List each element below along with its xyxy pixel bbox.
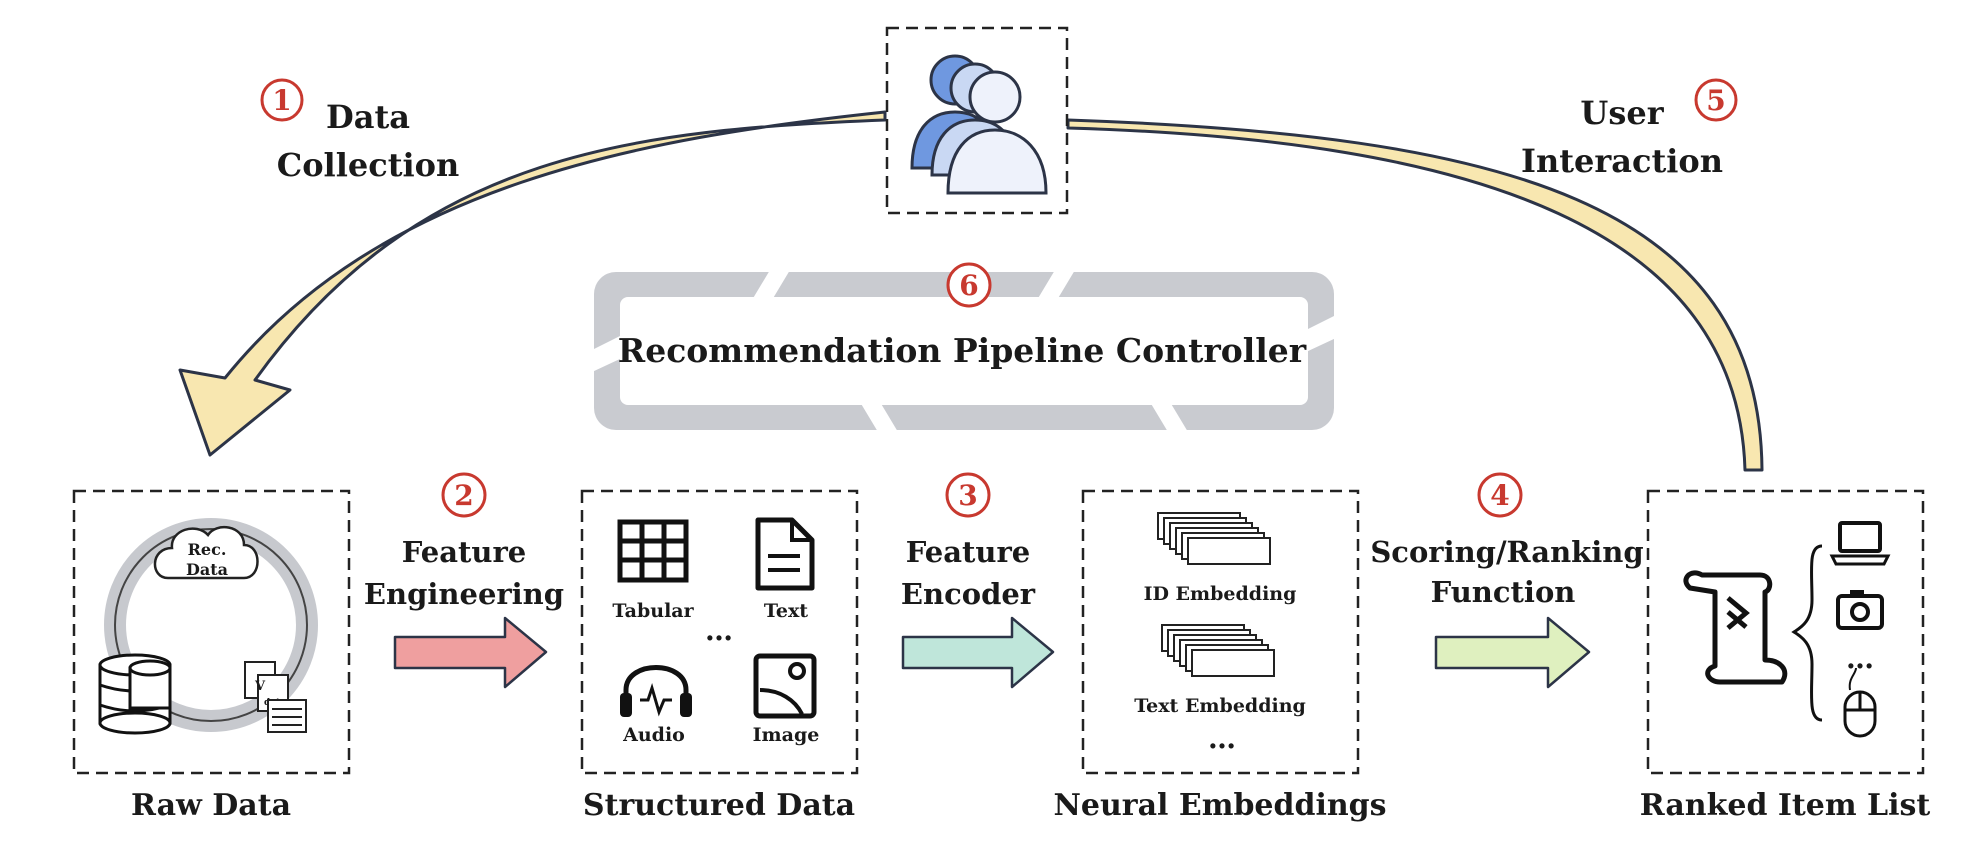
list-brace	[1791, 544, 1823, 722]
id-embedding-stack-icon	[1157, 512, 1271, 565]
laptop-icon	[1829, 521, 1891, 566]
users-icon	[910, 54, 1048, 195]
feature-engineering-arrow	[393, 616, 548, 689]
step-5-marker: 5	[1694, 78, 1738, 122]
cloud-label-line2: Data	[186, 560, 228, 579]
controller-label: Recommendation Pipeline Controller	[618, 331, 1307, 370]
scroll-list-icon	[1683, 570, 1788, 685]
cloud-icon	[153, 525, 259, 580]
headphones-icon	[620, 665, 692, 717]
step-4-label-line1: Scoring/Ranking	[1370, 535, 1643, 569]
step-2-number: 2	[454, 479, 473, 512]
step-2-label-line1: Feature	[402, 535, 526, 569]
text-label: Text	[764, 600, 808, 622]
documents-icon: V data	[244, 661, 307, 733]
step-1-number: 1	[272, 84, 291, 117]
doc-v-label: V	[254, 679, 266, 694]
step-1-marker: 1	[260, 78, 304, 122]
data-collection-curved-arrow	[178, 110, 887, 457]
tabular-label: Tabular	[612, 600, 694, 622]
step-5-label-line1: User	[1580, 94, 1664, 132]
step-4-number: 4	[1490, 479, 1509, 512]
step-2-label-line2: Engineering	[364, 577, 564, 611]
image-icon	[753, 653, 817, 719]
database-icon	[98, 653, 172, 735]
text-document-icon	[755, 517, 815, 591]
neural-embeddings-box	[1081, 489, 1360, 775]
scoring-ranking-arrow	[1434, 616, 1591, 689]
step-6-marker: 6	[946, 262, 992, 308]
structured-data-box	[580, 489, 859, 775]
text-embedding-stack-icon	[1161, 624, 1275, 677]
structured-data-caption: Structured Data	[583, 788, 855, 823]
step-3-number: 3	[958, 479, 977, 512]
ranked-item-list-box	[1646, 489, 1925, 775]
step-6-number: 6	[959, 269, 978, 302]
user-interaction-curved-arrow	[1066, 118, 1764, 472]
step-3-marker: 3	[945, 472, 991, 518]
ranked-item-list-caption: Ranked Item List	[1640, 788, 1931, 823]
step-1-label-line2: Collection	[277, 146, 460, 184]
user-box	[885, 26, 1069, 215]
text-embedding-label: Text Embedding	[1134, 695, 1306, 717]
step-2-marker: 2	[441, 472, 487, 518]
tabular-icon	[617, 519, 689, 583]
neural-embeddings-caption: Neural Embeddings	[1053, 788, 1386, 823]
step-5-number: 5	[1706, 84, 1725, 117]
step-4-marker: 4	[1477, 472, 1523, 518]
controller-loop	[592, 270, 1336, 432]
raw-data-box	[72, 489, 351, 775]
step-3-label-line2: Encoder	[901, 577, 1036, 611]
cloud-label-line1: Rec.	[188, 540, 227, 559]
structured-ellipsis: …	[705, 614, 733, 647]
mouse-icon	[1843, 667, 1877, 738]
step-5-label-line2: Interaction	[1521, 142, 1723, 180]
feature-encoder-arrow	[901, 616, 1055, 689]
neural-ellipsis: …	[1208, 722, 1236, 755]
image-label: Image	[753, 724, 820, 746]
ranked-ellipsis: …	[1846, 642, 1874, 675]
camera-icon	[1836, 590, 1884, 630]
audio-label: Audio	[622, 724, 685, 746]
id-embedding-label: ID Embedding	[1144, 583, 1297, 605]
raw-data-caption: Raw Data	[131, 788, 291, 823]
raw-data-contents: Rec. Data V data	[98, 518, 318, 735]
step-3-label-line1: Feature	[906, 535, 1030, 569]
step-1-label-line1: Data	[326, 98, 410, 136]
step-4-label-line2: Function	[1431, 575, 1576, 609]
